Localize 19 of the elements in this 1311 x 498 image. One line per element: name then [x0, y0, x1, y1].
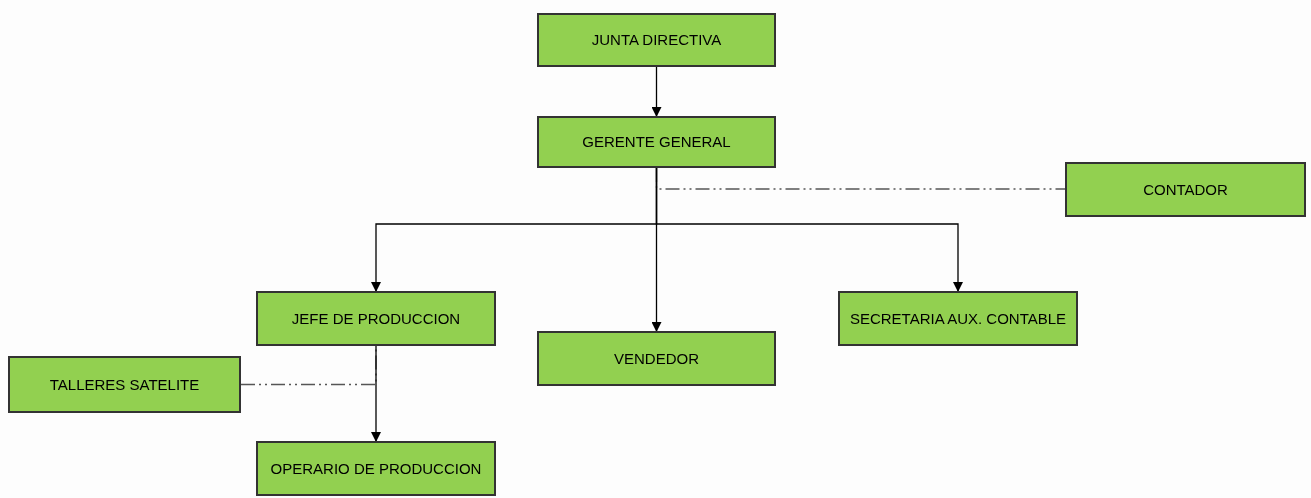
- role-box: [537, 331, 776, 386]
- role-title: JUNTA DIRECTIVA: [591, 31, 722, 49]
- role-box: [256, 441, 496, 496]
- role-box: [537, 13, 776, 67]
- arrow: [651, 66, 662, 117]
- arrow: [655, 167, 963, 292]
- role-box: [8, 356, 241, 413]
- role-title: CONTADOR: [1143, 180, 1228, 199]
- arrow: [371, 345, 381, 442]
- role-box: [1065, 162, 1306, 217]
- role-title: OPERARIO DE PRODUCCION: [270, 459, 482, 478]
- role-box: [838, 291, 1078, 346]
- role-title: VENDEDOR: [614, 349, 699, 368]
- role-title: TALLERES SATELITE: [49, 375, 200, 394]
- role-title: JEFE DE PRODUCCION: [291, 309, 461, 328]
- role-box: [537, 116, 776, 168]
- role-box: [256, 291, 496, 346]
- role-title: SECRETARIA AUX. CONTABLE: [849, 309, 1067, 328]
- role-title: GERENTE GENERAL: [582, 133, 731, 151]
